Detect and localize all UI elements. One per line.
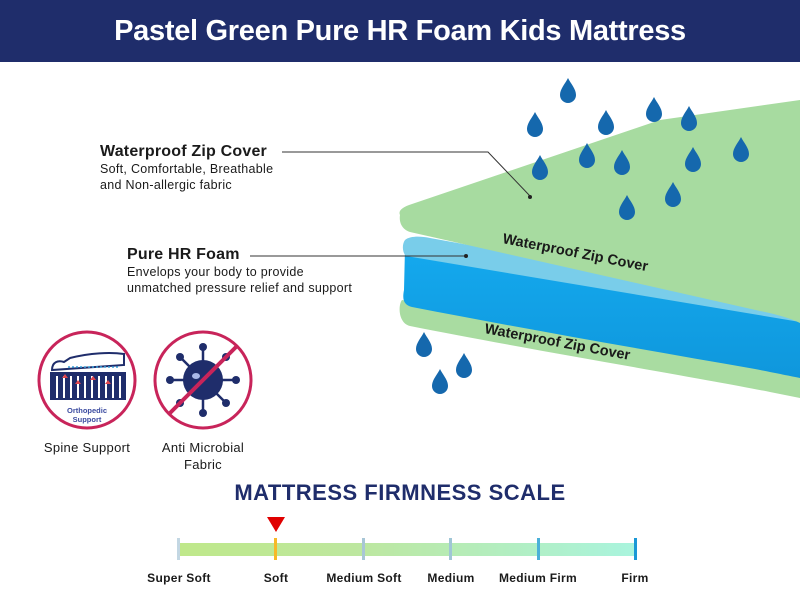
page-header: Pastel Green Pure HR Foam Kids Mattress — [0, 0, 800, 62]
firmness-level-medium-firm: Medium Firm — [499, 571, 577, 585]
callout-leaders — [250, 151, 531, 257]
firmness-level-super-soft: Super Soft — [147, 571, 211, 585]
feature-anti-microbial: Anti Microbial Fabric — [143, 439, 263, 473]
firmness-level-soft: Soft — [263, 571, 289, 585]
feature-label: Spine Support — [43, 440, 131, 455]
firmness-scale-bar — [177, 517, 637, 560]
firmness-level-firm: Firm — [621, 571, 649, 585]
firmness-level-medium: Medium — [427, 571, 475, 585]
firmness-scale-title: MATTRESS FIRMNESS SCALE — [234, 480, 566, 505]
callout-desc: Envelops your body to provide — [127, 265, 304, 279]
selected-marker-icon — [267, 517, 285, 532]
callout-title: Waterproof Zip Cover — [100, 143, 267, 160]
callout-hr-foam: Pure HR Foam Envelops your body to provi… — [127, 246, 352, 296]
feature-spine-support: Spine Support — [27, 439, 147, 456]
spine-support-icon: Orthopedic Support — [37, 330, 137, 430]
callout-title: Pure HR Foam — [127, 246, 240, 263]
callout-desc: and Non-allergic fabric — [100, 178, 232, 192]
page-title: Pastel Green Pure HR Foam Kids Mattress — [114, 14, 686, 47]
selected-tick — [274, 538, 277, 560]
firmness-level-medium-soft: Medium Soft — [326, 571, 402, 585]
feature-label: Fabric — [184, 457, 222, 472]
anti-microbial-icon — [153, 330, 253, 430]
orthopedic-text: Orthopedic — [67, 406, 107, 415]
callout-desc: unmatched pressure relief and support — [127, 281, 353, 295]
hr-foam-layer — [402, 236, 800, 378]
callout-waterproof-cover: Waterproof Zip Cover Soft, Comfortable, … — [100, 143, 273, 193]
callout-desc: Soft, Comfortable, Breathable — [100, 162, 274, 176]
feature-label: Anti Microbial — [161, 440, 245, 455]
support-text: Support — [73, 415, 102, 424]
